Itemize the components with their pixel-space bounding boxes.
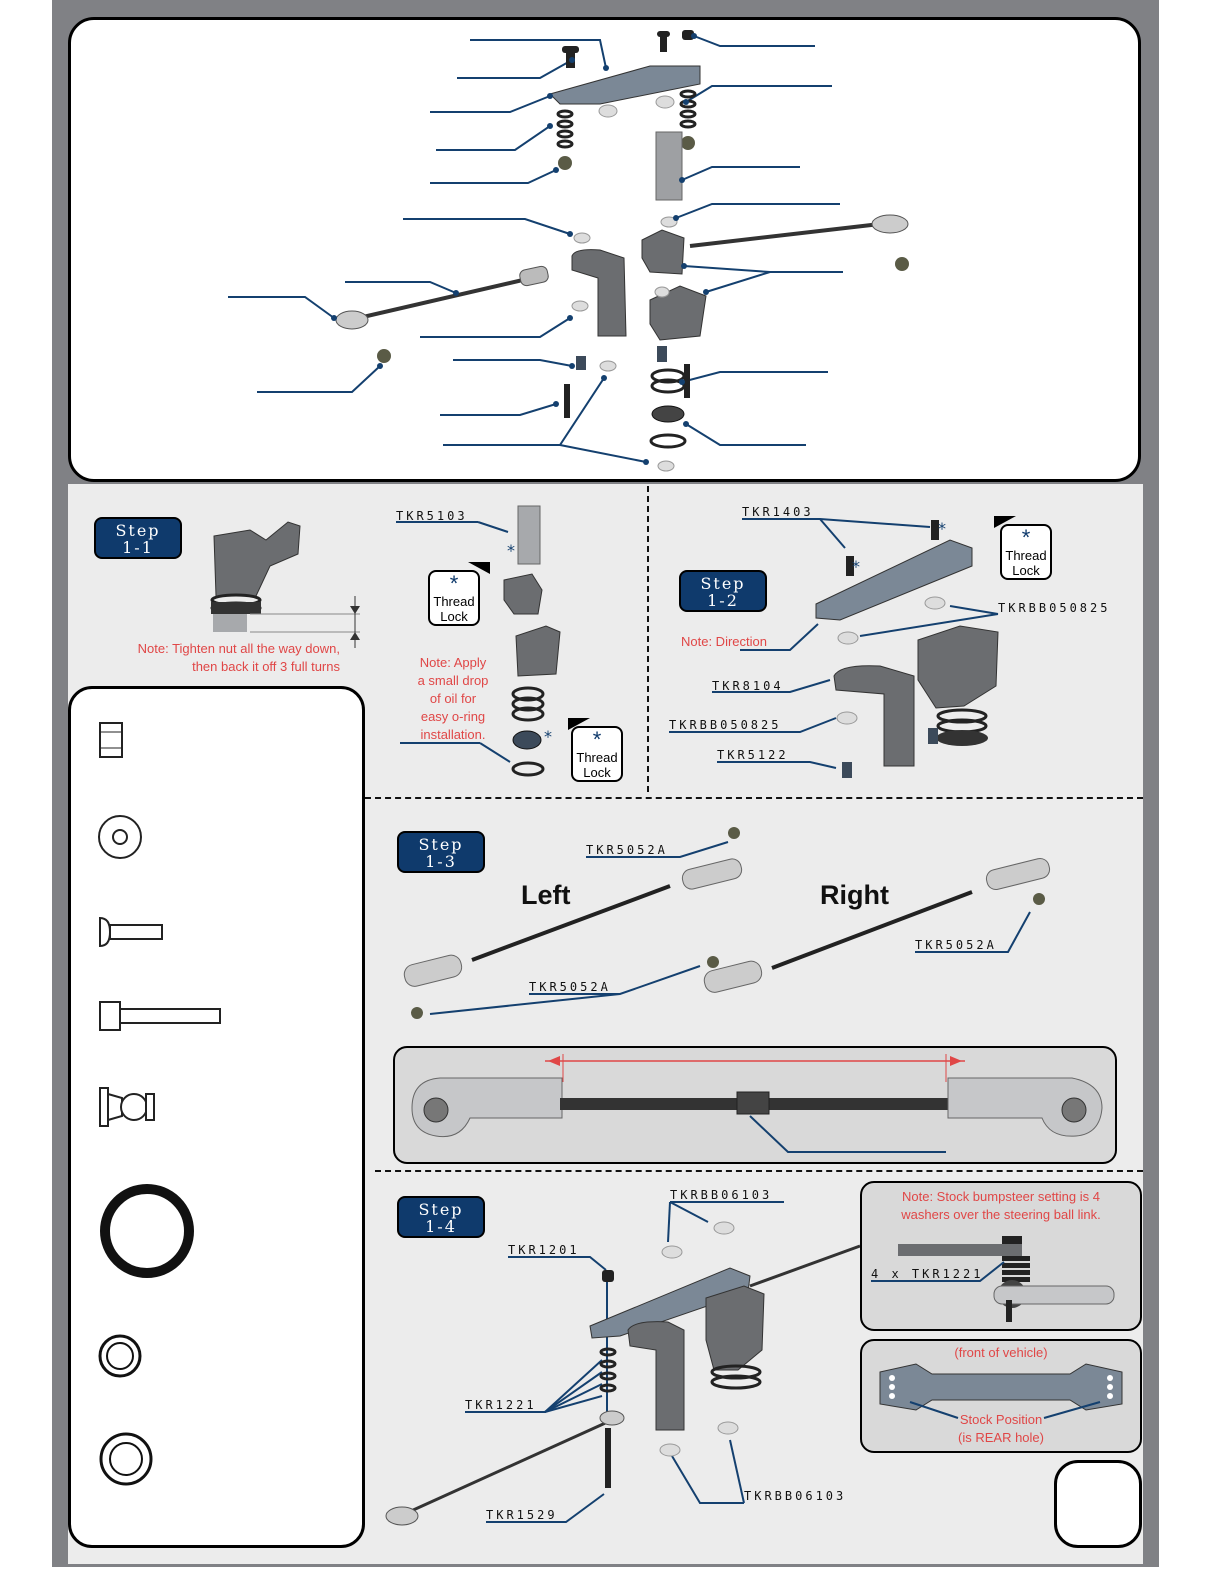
note-tighten-line2: then back it off 3 full turns bbox=[192, 659, 340, 674]
note-tighten-line1: Note: Tighten nut all the way down, bbox=[137, 641, 340, 656]
step-number: 1-4 bbox=[425, 1217, 457, 1236]
part-tkrbb050825: TKRBB050825 bbox=[998, 601, 1111, 615]
step-1-3-badge: Step 1-3 bbox=[397, 831, 485, 873]
thread-lock-line2: Lock bbox=[440, 609, 468, 624]
note-bumpsteer-line2: washers over the steering ball link. bbox=[901, 1207, 1101, 1222]
part-tkrbb06103: TKRBB06103 bbox=[744, 1489, 847, 1503]
thread-lock-badge: * Thread Lock bbox=[428, 570, 480, 626]
step-word: Step bbox=[115, 521, 161, 540]
note-tighten: Note: Tighten nut all the way down, then… bbox=[100, 640, 340, 676]
note-apply-oil: Note: Apply a small drop of oil for easy… bbox=[392, 654, 514, 744]
thread-lock-line1: Thread bbox=[576, 750, 618, 765]
note-stock-line1: Stock Position bbox=[959, 1412, 1043, 1427]
thread-lock-tab bbox=[568, 718, 590, 730]
thread-lock-badge: * Thread Lock bbox=[571, 726, 623, 782]
step-1-1-badge: Step 1-1 bbox=[94, 517, 182, 559]
note-front-of-vehicle: (front of vehicle) bbox=[954, 1345, 1048, 1360]
part-tkr5103: TKR5103 bbox=[396, 509, 468, 523]
part-tkr5052a: TKR5052A bbox=[529, 980, 611, 994]
part-tkr1221: TKR1221 bbox=[465, 1398, 537, 1412]
part-tkr1221-inset: 4 x TKR1221 bbox=[871, 1267, 984, 1281]
step-word: Step bbox=[418, 1200, 464, 1219]
part-tkr1403: TKR1403 bbox=[742, 505, 814, 519]
thread-lock-tab bbox=[994, 516, 1016, 528]
step-number: 1-1 bbox=[122, 538, 154, 557]
note-stock-position: Stock Position (is REAR hole) bbox=[866, 1411, 1136, 1447]
thread-lock-badge: * Thread Lock bbox=[1000, 524, 1052, 580]
note-direction: Note: Direction bbox=[681, 634, 767, 649]
part-tkr8104: TKR8104 bbox=[712, 679, 784, 693]
label-left: Left bbox=[521, 880, 571, 910]
note-apply-line1: Note: Apply bbox=[419, 655, 487, 670]
part-tkrbb050825: TKRBB050825 bbox=[669, 718, 782, 732]
page-number-box bbox=[1054, 1460, 1142, 1548]
thread-lock-symbol: * bbox=[592, 727, 602, 752]
thread-lock-symbol: * bbox=[1021, 525, 1031, 550]
thread-lock-line1: Thread bbox=[1005, 548, 1047, 563]
divider-vertical bbox=[647, 486, 649, 792]
step-word: Step bbox=[700, 574, 746, 593]
part-tkr5052a: TKR5052A bbox=[586, 843, 668, 857]
turnbuckle-length-inset bbox=[393, 1046, 1117, 1164]
note-stock-line2: (is REAR hole) bbox=[958, 1430, 1044, 1445]
step-1-4-badge: Step 1-4 bbox=[397, 1196, 485, 1238]
thread-lock-symbol: * bbox=[449, 571, 459, 596]
thread-lock-line2: Lock bbox=[1012, 563, 1040, 578]
note-apply-line2: a small drop bbox=[417, 673, 489, 688]
thread-lock-line1: Thread bbox=[433, 594, 475, 609]
note-apply-line3: of oil for bbox=[429, 691, 477, 706]
thread-lock-line2: Lock bbox=[583, 765, 611, 780]
thread-lock-tab bbox=[468, 562, 490, 574]
step-number: 1-2 bbox=[707, 591, 739, 610]
hardware-legend bbox=[68, 686, 365, 1548]
note-apply-line5: installation. bbox=[420, 727, 486, 742]
part-tkr5122: TKR5122 bbox=[717, 748, 789, 762]
divider-step3 bbox=[365, 797, 1143, 799]
step-number: 1-3 bbox=[425, 852, 457, 871]
part-tkrbb06103: TKRBB06103 bbox=[670, 1188, 773, 1202]
part-tkr5052a: TKR5052A bbox=[915, 938, 997, 952]
step-word: Step bbox=[418, 835, 464, 854]
divider-step4 bbox=[375, 1170, 1143, 1172]
note-bumpsteer-line1: Note: Stock bumpsteer setting is 4 bbox=[902, 1189, 1100, 1204]
step-1-2-badge: Step 1-2 bbox=[679, 570, 767, 612]
label-right: Right bbox=[820, 880, 889, 910]
part-tkr1201: TKR1201 bbox=[508, 1243, 580, 1257]
note-bumpsteer: Note: Stock bumpsteer setting is 4 washe… bbox=[866, 1188, 1136, 1224]
note-apply-line4: easy o-ring bbox=[420, 709, 486, 724]
part-tkr1529: TKR1529 bbox=[486, 1508, 558, 1522]
